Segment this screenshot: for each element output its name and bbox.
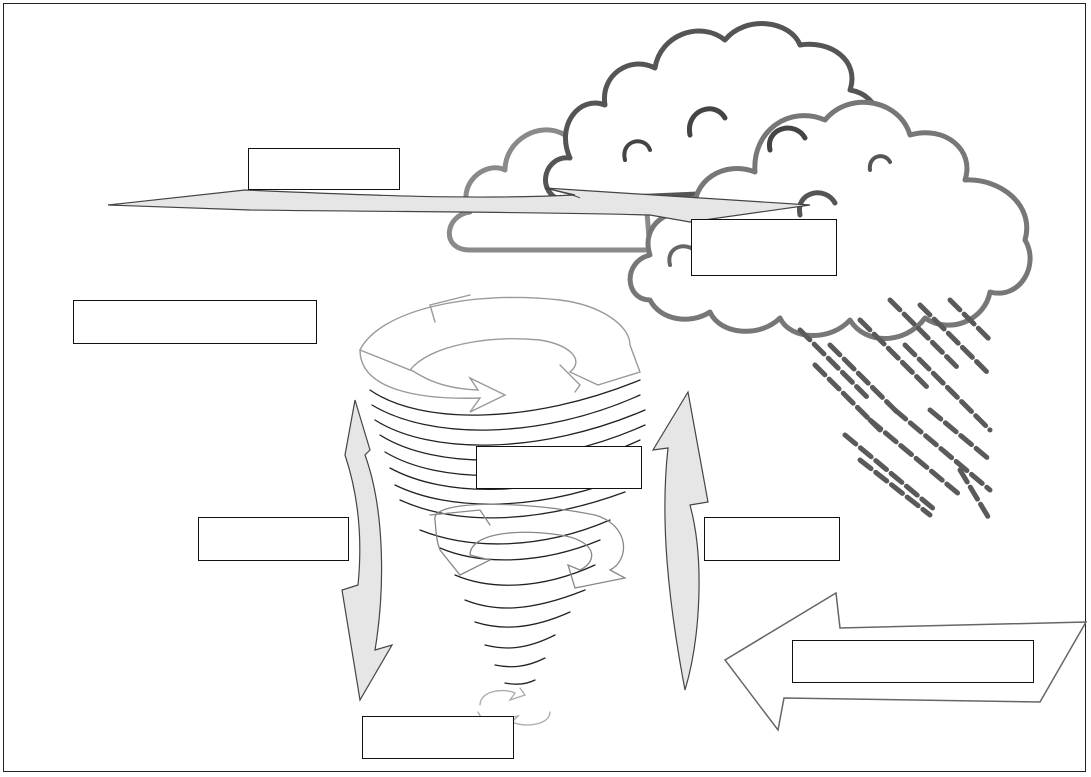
left-downdraft-arrow [342,400,392,700]
rotation-arrows-icon [360,295,640,412]
label-box-left-upper[interactable] [73,300,317,344]
tornado-swirls [370,380,645,684]
label-box-cloud[interactable] [691,219,837,276]
tornado-icon [360,295,645,728]
storm-cloud-icon [449,24,1030,339]
label-box-center[interactable] [476,446,642,489]
right-updraft-arrow [653,392,708,690]
label-box-left-mid[interactable] [198,517,349,561]
rotation-arrows-mid-icon [430,504,625,588]
label-box-right-mid[interactable] [704,517,840,561]
label-box-bottom[interactable] [362,716,514,759]
label-box-top-arrow[interactable] [248,148,400,190]
label-box-bottom-right[interactable] [792,640,1034,683]
